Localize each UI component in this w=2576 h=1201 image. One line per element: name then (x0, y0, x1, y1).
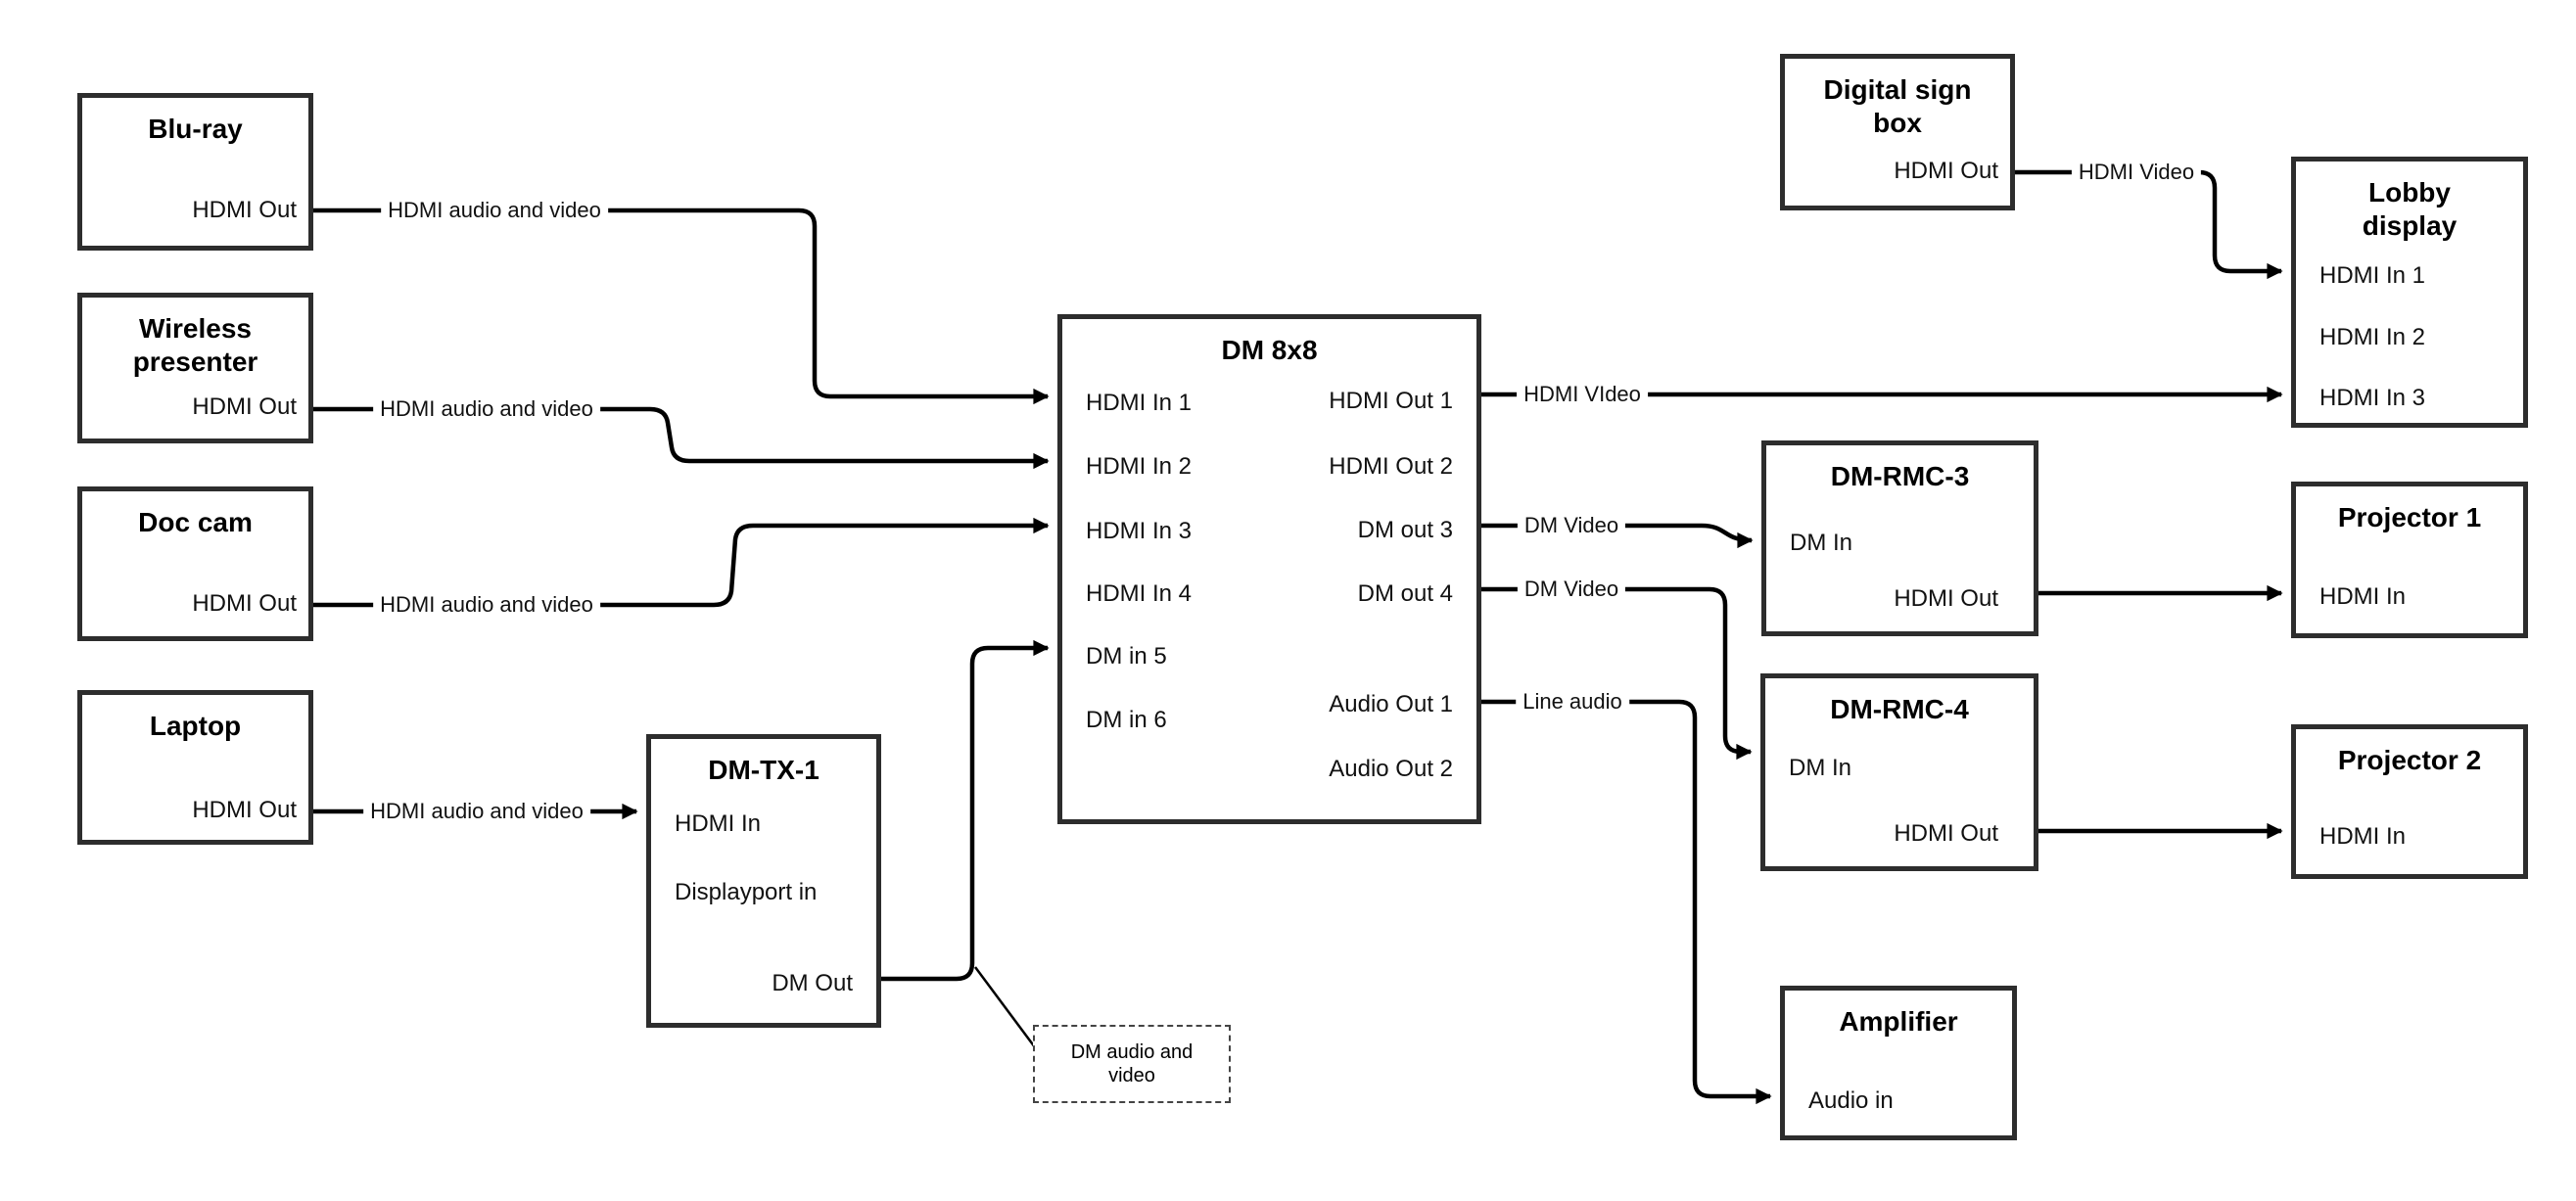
device-box-dm-8x8: DM 8x8 HDMI In 1 HDMI In 2 HDMI In 3 HDM… (1057, 314, 1481, 824)
port-hdmi-out-2: HDMI Out 2 (1329, 453, 1453, 480)
device-box-lobby-display: Lobby display HDMI In 1 HDMI In 2 HDMI I… (2291, 157, 2528, 428)
port-hdmi-in-4: HDMI In 4 (1086, 580, 1193, 607)
wire-dm8x8-audio1-to-amplifier (1481, 699, 1772, 1105)
wire-label-line-audio: Line audio (1516, 689, 1629, 715)
wire-label-dm-video-out4: DM Video (1517, 577, 1626, 602)
wire-label-hdmi-video-out1: HDMI VIdeo (1517, 382, 1648, 407)
box-title: DM-RMC-3 (1830, 461, 1970, 491)
port-hdmi-out: HDMI Out (1894, 158, 1998, 184)
port-hdmi-in-1: HDMI In 1 (2319, 262, 2426, 289)
device-box-digital-sign-box: Digital sign box HDMI Out (1780, 54, 2015, 210)
box-title: Projector 1 (2337, 502, 2482, 532)
device-box-projector-2: Projector 2 HDMI In (2291, 724, 2528, 879)
port-hdmi-in-3: HDMI In 3 (1086, 518, 1193, 544)
port-audio-out-2: Audio Out 2 (1329, 756, 1453, 782)
port-audio-in: Audio in (1808, 1087, 1894, 1114)
wire-bluray-to-dm8x8-in1 (313, 208, 1050, 405)
wire-label-dm-video-out3: DM Video (1517, 513, 1626, 538)
port-hdmi-out: HDMI Out (192, 797, 297, 823)
port-dm-out-4: DM out 4 (1357, 580, 1453, 607)
wire-dm8x8-out3-to-rmc3 (1481, 523, 1754, 549)
port-hdmi-out: HDMI Out (192, 590, 297, 617)
device-box-dm-rmc-4: DM-RMC-4 DM In HDMI Out (1760, 673, 2038, 871)
box-title: Projector 2 (2337, 745, 2482, 775)
port-hdmi-in: HDMI In (2319, 583, 2407, 610)
wire-label-hdmi-av-wireless: HDMI audio and video (373, 396, 600, 422)
device-box-doc-cam: Doc cam HDMI Out (77, 486, 313, 641)
port-hdmi-out: HDMI Out (1894, 820, 1998, 847)
port-hdmi-out: HDMI Out (192, 393, 297, 420)
wire-label-hdmi-av-bluray: HDMI audio and video (381, 198, 608, 223)
box-title: Lobby display (2362, 177, 2458, 241)
port-hdmi-out: HDMI Out (192, 197, 297, 223)
port-hdmi-in-2: HDMI In 2 (2319, 324, 2426, 350)
device-box-laptop: Laptop HDMI Out (77, 690, 313, 845)
port-hdmi-in-3: HDMI In 3 (2319, 385, 2426, 411)
wire-label-hdmi-av-doccam: HDMI audio and video (373, 592, 600, 618)
box-title: Laptop (149, 711, 242, 741)
device-box-projector-1: Projector 1 HDMI In (2291, 482, 2528, 638)
port-dm-out-3: DM out 3 (1357, 517, 1453, 543)
wire-label-hdmi-av-laptop: HDMI audio and video (363, 799, 590, 824)
port-hdmi-in: HDMI In (675, 810, 762, 837)
port-dm-in: DM In (1789, 755, 1852, 781)
device-box-dm-tx-1: DM-TX-1 HDMI In Displayport in DM Out (646, 734, 881, 1028)
box-title: Amplifier (1839, 1006, 1958, 1037)
note-leader-line (973, 966, 1037, 1048)
box-title: Wireless presenter (132, 313, 258, 377)
device-box-bluray: Blu-ray HDMI Out (77, 93, 313, 251)
box-title: DM-RMC-4 (1830, 694, 1969, 724)
note-dm-audio-and-video: DM audio and video (1033, 1025, 1231, 1103)
port-dm-in-5: DM in 5 (1086, 643, 1167, 670)
wire-label-hdmi-video-sign: HDMI Video (2071, 160, 2202, 185)
box-title: Doc cam (138, 507, 253, 537)
port-displayport-in: Displayport in (675, 879, 818, 905)
box-title: DM-TX-1 (708, 755, 820, 785)
port-audio-out-1: Audio Out 1 (1329, 691, 1453, 717)
wire-digitalsign-to-lobby-in1 (2015, 169, 2283, 280)
port-dm-in-6: DM in 6 (1086, 707, 1167, 733)
device-box-dm-rmc-3: DM-RMC-3 DM In HDMI Out (1761, 440, 2038, 636)
wire-doccam-to-dm8x8-in3 (313, 517, 1050, 608)
wire-wireless-to-dm8x8-in2 (313, 406, 1050, 470)
box-title: Digital sign box (1823, 74, 1972, 138)
wire-dm8x8-out4-to-rmc4 (1481, 586, 1753, 761)
device-box-amplifier: Amplifier Audio in (1780, 986, 2017, 1140)
port-hdmi-out: HDMI Out (1894, 585, 1998, 612)
port-hdmi-out-1: HDMI Out 1 (1329, 388, 1453, 414)
port-hdmi-in-1: HDMI In 1 (1086, 390, 1193, 416)
device-box-wireless-presenter: Wireless presenter HDMI Out (77, 293, 313, 443)
port-dm-out: DM Out (772, 970, 853, 996)
port-dm-in: DM In (1790, 530, 1853, 556)
box-title: DM 8x8 (1221, 335, 1318, 365)
port-hdmi-in-2: HDMI In 2 (1086, 453, 1193, 480)
port-hdmi-in: HDMI In (2319, 823, 2407, 850)
wire-dmtx1-to-dm8x8-in5 (881, 639, 1050, 982)
box-title: Blu-ray (148, 114, 243, 144)
